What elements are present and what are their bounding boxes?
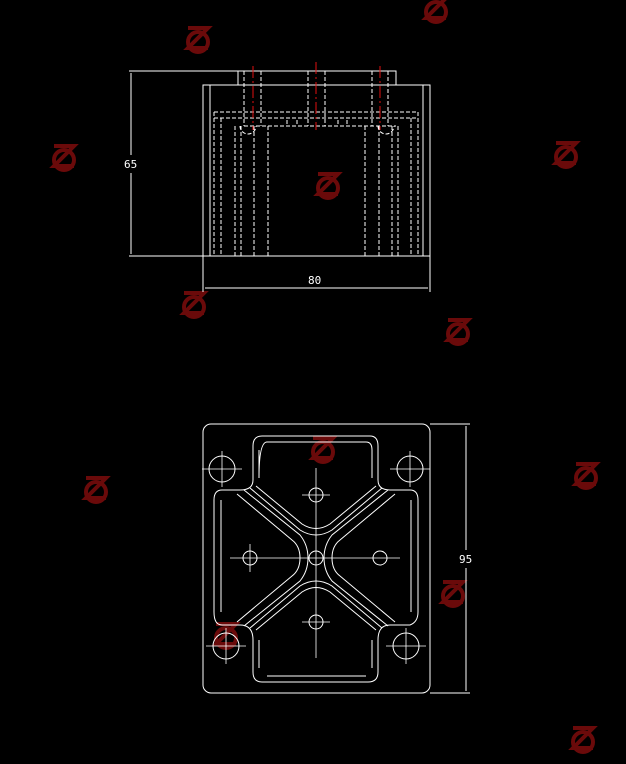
watermark-logo-icon	[571, 462, 601, 490]
watermark-logo-icon	[443, 318, 473, 346]
watermark-logo-icon	[81, 476, 111, 504]
dimension-95	[430, 423, 470, 694]
dimension-65	[129, 70, 238, 257]
watermark-logo-icon	[313, 172, 343, 200]
dimension-label-width: 80	[308, 274, 321, 287]
watermark-logo-icon	[179, 291, 209, 319]
front-view	[129, 62, 431, 292]
dimension-label-height: 65	[124, 158, 137, 171]
watermarks	[49, 0, 601, 754]
dimension-80	[202, 256, 431, 292]
watermark-logo-icon	[438, 580, 468, 608]
mounting-holes	[202, 451, 430, 664]
plate-outline	[202, 423, 431, 694]
pocket-outline	[213, 435, 419, 683]
centerlines	[230, 468, 400, 658]
watermark-logo-icon	[49, 144, 79, 172]
top-view	[202, 423, 470, 694]
dimension-label-95: 95	[459, 553, 472, 566]
watermark-logo-icon	[568, 726, 598, 754]
watermark-logo-icon	[551, 141, 581, 169]
watermark-logo-icon	[421, 0, 448, 24]
boss-outline	[237, 70, 397, 86]
watermark-logo-icon	[183, 26, 213, 54]
